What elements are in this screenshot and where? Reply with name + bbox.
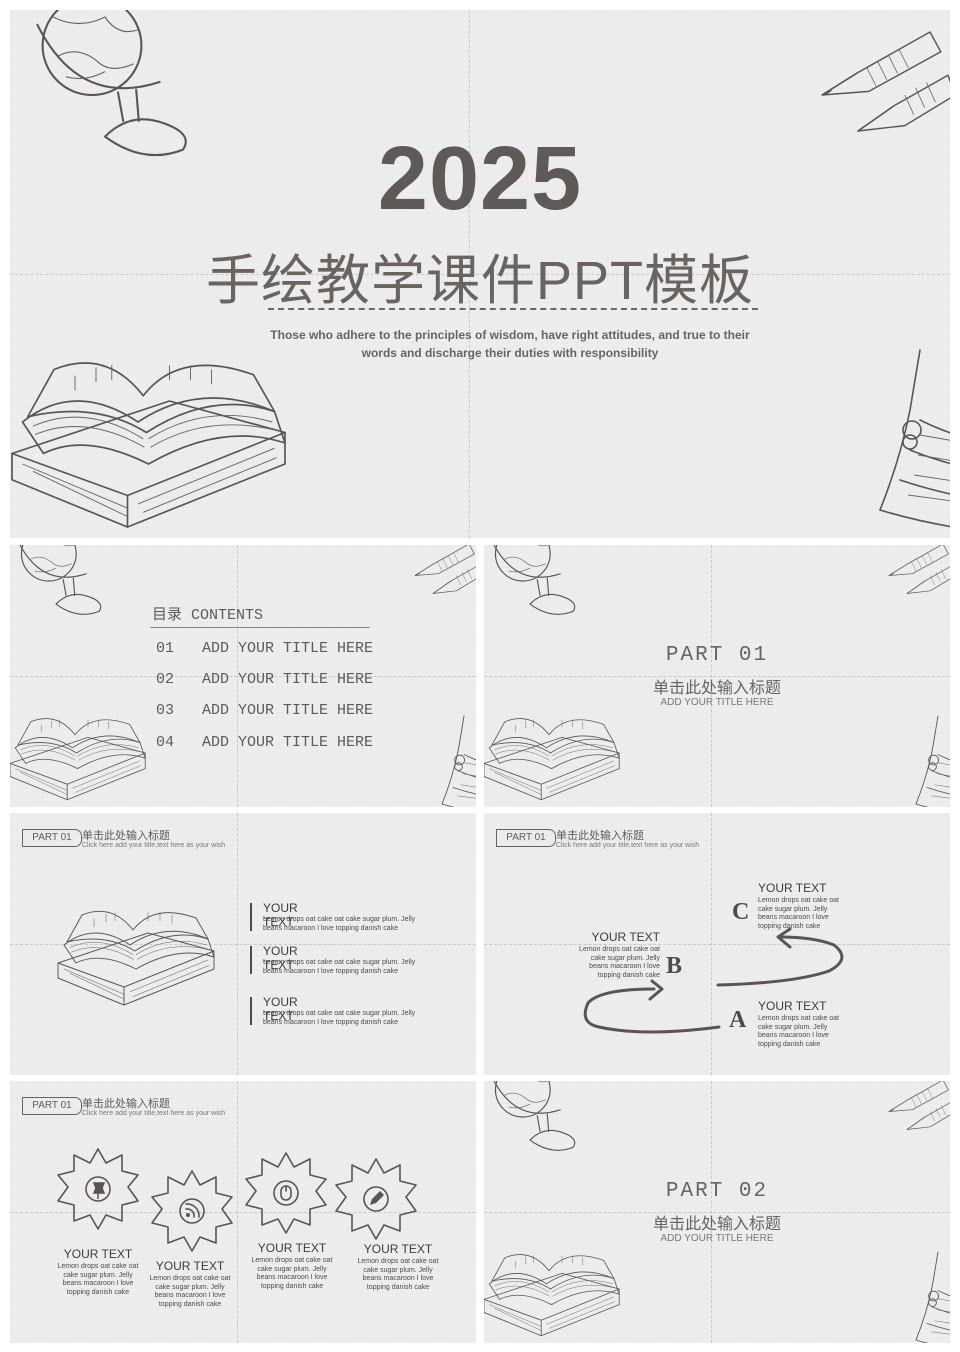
books-illustration — [10, 718, 146, 801]
part-tag: PART 01 — [22, 1097, 82, 1115]
cover-title: 手绘教学课件PPT模板 — [205, 251, 755, 311]
part-tag: PART 01 — [496, 829, 556, 847]
guide-line — [484, 1212, 950, 1213]
guide-line — [10, 676, 476, 677]
pencils-illustration — [888, 545, 950, 594]
title-underline — [268, 308, 758, 310]
pencils-illustration — [888, 1081, 950, 1130]
guide-line — [711, 545, 712, 807]
guide-line — [469, 10, 470, 538]
slide-title: 单击此处输入标题 — [82, 830, 170, 842]
books-illustration — [484, 718, 620, 801]
gears-slide[interactable]: PART 01 单击此处输入标题 Click here add your tit… — [10, 1081, 476, 1343]
part-title: 单击此处输入标题 — [652, 1216, 781, 1233]
part-label: PART 01 — [665, 644, 769, 667]
slide-title: 单击此处输入标题 — [82, 1098, 170, 1110]
guide-line — [711, 1081, 712, 1343]
guide-line — [10, 274, 950, 275]
part-subtitle: ADD YOUR TITLE HERE — [660, 697, 774, 708]
cover-year: 2025 — [377, 129, 583, 229]
guide-line — [237, 545, 238, 807]
notebook-illustration — [915, 715, 950, 807]
gear-pin-icon — [57, 1148, 139, 1230]
globe-illustration — [491, 545, 576, 615]
gear-pencil-icon — [335, 1158, 417, 1240]
part-label: PART 02 — [665, 1180, 769, 1203]
notebook-illustration — [879, 349, 950, 529]
letter-a: A — [729, 1007, 747, 1033]
contents-heading: 目录 CONTENTS — [152, 607, 264, 624]
list-slide[interactable]: PART 01 单击此处输入标题 Click here add your tit… — [10, 813, 476, 1075]
globe-illustration — [17, 545, 102, 615]
gear-rss-icon — [151, 1170, 233, 1252]
guide-line — [10, 1212, 476, 1213]
globe-illustration — [491, 1081, 576, 1151]
guide-line — [484, 944, 950, 945]
slide-subtitle: Click here add your title,text here as y… — [556, 842, 700, 849]
notebook-illustration — [915, 1251, 950, 1343]
guide-line — [237, 813, 238, 1075]
guide-line — [484, 676, 950, 677]
slide-subtitle: Click here add your title,text here as y… — [82, 1110, 226, 1117]
cover-slide[interactable]: 2025 手绘教学课件PPT模板 Those who adhere to the… — [10, 10, 950, 538]
cycle-arrows — [583, 927, 844, 1034]
part-title: 单击此处输入标题 — [652, 680, 781, 697]
pencils-illustration — [414, 545, 476, 594]
guide-line — [237, 1081, 238, 1343]
books-illustration — [484, 1254, 620, 1337]
notebook-illustration — [441, 715, 476, 807]
guide-line — [10, 944, 476, 945]
part02-slide[interactable]: PART 02 单击此处输入标题 ADD YOUR TITLE HERE — [484, 1081, 950, 1343]
slide-subtitle: Click here add your title,text here as y… — [82, 842, 226, 849]
guide-line — [711, 813, 712, 1075]
part01-slide[interactable]: PART 01 单击此处输入标题 ADD YOUR TITLE HERE — [484, 545, 950, 807]
part-subtitle: ADD YOUR TITLE HERE — [660, 1233, 774, 1244]
letter-c: C — [732, 899, 750, 925]
books-illustration — [57, 910, 215, 1006]
cover-subtitle: Those who adhere to the principles of wi… — [270, 328, 750, 360]
books-illustration — [11, 362, 286, 528]
gear-mouse-icon — [245, 1152, 327, 1234]
contents-underline — [150, 627, 370, 628]
gear-icons — [57, 1148, 417, 1252]
abc-slide[interactable]: PART 01 单击此处输入标题 Click here add your tit… — [484, 813, 950, 1075]
part-tag: PART 01 — [22, 829, 82, 847]
letter-b: B — [666, 953, 683, 979]
slide-title: 单击此处输入标题 — [556, 830, 644, 842]
